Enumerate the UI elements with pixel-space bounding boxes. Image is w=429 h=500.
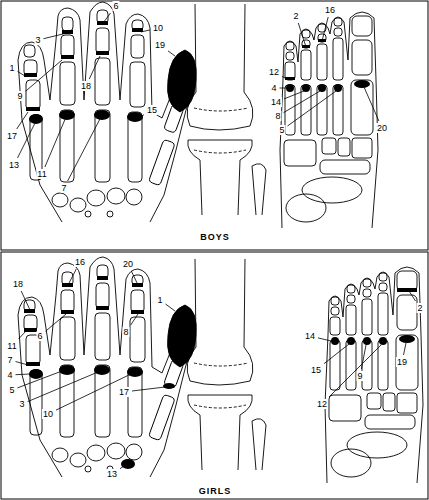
callout-number: 7 (6, 355, 13, 365)
leader-line (140, 115, 144, 117)
callout-number: 16 (324, 5, 336, 15)
callout-number: 9 (356, 371, 363, 381)
leader-line (131, 271, 138, 285)
leader-line (322, 17, 328, 41)
callout-number: 6 (36, 331, 43, 341)
callout-number: 12 (268, 67, 280, 77)
leader-line (103, 13, 111, 23)
leader-line (288, 91, 337, 126)
leader-line (166, 304, 176, 311)
callout-number: 20 (122, 259, 134, 269)
leader-line (120, 466, 124, 469)
callout-number: 5 (278, 125, 285, 135)
callout-number: 10 (152, 23, 164, 33)
leader-line (282, 76, 285, 78)
callout-number: 8 (122, 327, 129, 337)
callout-number: 19 (154, 40, 166, 50)
callout-number: 15 (146, 105, 158, 115)
leader-line (364, 87, 379, 121)
leader-line (26, 60, 63, 91)
leader-line (17, 112, 28, 129)
callout-number: 8 (274, 111, 281, 121)
callout-number: 13 (106, 469, 118, 479)
leader-line (16, 374, 31, 376)
leader-line (284, 91, 304, 99)
leader-line (404, 343, 407, 355)
callout-number: 6 (112, 1, 119, 11)
callout-number: 2 (416, 303, 423, 313)
callout-number: 4 (6, 370, 13, 380)
callout-number: 14 (304, 331, 316, 341)
leader-line (56, 374, 131, 410)
callout-number: 19 (396, 357, 408, 367)
leader-line (45, 117, 66, 167)
callout-number: 9 (16, 91, 23, 101)
callout-number: 15 (310, 365, 322, 375)
callout-number: 4 (270, 83, 277, 93)
callout-number: 20 (376, 123, 388, 133)
callout-number: 3 (18, 399, 25, 409)
leader-line (44, 33, 68, 39)
leader-line (280, 88, 287, 89)
callout-number: 1 (156, 295, 163, 305)
callout-number: 18 (12, 279, 24, 289)
leader-line (324, 344, 349, 364)
group-heading: GIRLS (196, 486, 235, 496)
leader-line (28, 372, 99, 402)
leader-line (89, 56, 100, 79)
callout-number: 11 (6, 341, 17, 351)
leader-line (16, 362, 29, 366)
group-heading: BOYS (197, 232, 233, 242)
callout-number: 16 (74, 257, 86, 267)
leader-line (68, 117, 101, 181)
callout-number: 5 (8, 385, 15, 395)
callout-number: 17 (6, 131, 18, 141)
callout-number: 11 (36, 169, 47, 179)
leader-line (284, 91, 321, 113)
callout-number: 13 (8, 160, 20, 170)
callout-number: 10 (42, 409, 54, 419)
leader-line (168, 51, 175, 56)
callout-number: 18 (80, 81, 92, 91)
leader-line (19, 331, 27, 339)
leader-line (18, 371, 63, 388)
callout-number: 1 (8, 63, 15, 73)
leader-line (18, 71, 26, 76)
leader-line (21, 291, 30, 310)
callout-number: 17 (118, 387, 130, 397)
leader-line (131, 314, 138, 325)
leader-line (46, 314, 67, 331)
callout-number: 14 (270, 97, 282, 107)
leader-line (409, 291, 416, 301)
callout-number: 2 (292, 11, 299, 21)
leader-line (318, 338, 331, 341)
leader-line (329, 345, 381, 397)
callout-number: 7 (60, 183, 67, 193)
leader-line (298, 23, 306, 47)
leader-line (18, 121, 37, 158)
callout-number: 3 (34, 35, 41, 45)
leader-line (68, 269, 76, 285)
leader-line (132, 387, 165, 391)
callout-number: 12 (316, 399, 328, 409)
leader-line (141, 30, 150, 32)
leader-line (361, 345, 366, 369)
